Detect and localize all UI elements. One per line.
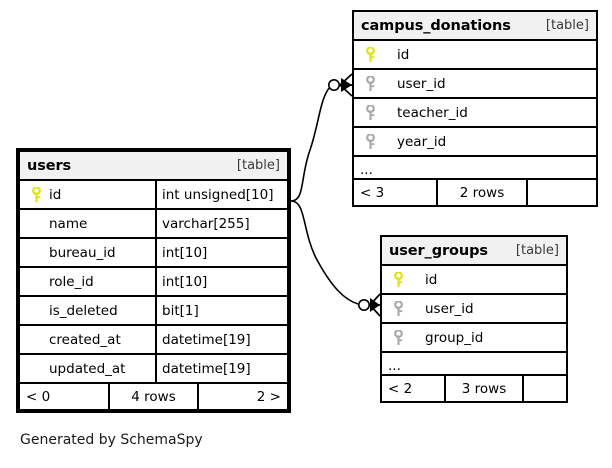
table-row[interactable]: user_id bbox=[354, 70, 596, 99]
table-user-groups[interactable]: user_groups [table] id bbox=[380, 235, 568, 403]
column-type: varchar[255] bbox=[155, 210, 287, 237]
row-count-label: 3 rows bbox=[444, 376, 524, 401]
gray-key-icon bbox=[360, 104, 381, 121]
table-user-groups-name: user_groups bbox=[389, 242, 488, 259]
table-row[interactable]: bureau_id int[10] bbox=[20, 239, 287, 268]
table-campus-donations-name: campus_donations bbox=[361, 17, 511, 34]
table-row[interactable]: year_id bbox=[354, 128, 596, 157]
prev-degree-button[interactable]: < 0 bbox=[26, 388, 51, 405]
column-type: datetime[19] bbox=[155, 355, 287, 382]
next-degree-button[interactable]: 2 > bbox=[256, 388, 281, 405]
gray-key-icon bbox=[360, 75, 381, 92]
table-row[interactable]: is_deleted bit[1] bbox=[20, 297, 287, 326]
column-name: bureau_id bbox=[49, 244, 116, 261]
crowsfoot-icon bbox=[369, 293, 381, 317]
table-row[interactable]: name varchar[255] bbox=[20, 210, 287, 239]
table-users-tag: [table] bbox=[236, 158, 280, 173]
column-name: role_id bbox=[49, 273, 94, 290]
table-row[interactable]: teacher_id bbox=[354, 99, 596, 128]
column-type: datetime[19] bbox=[155, 326, 287, 353]
row-count-label: 4 rows bbox=[108, 384, 199, 409]
table-row[interactable]: created_at datetime[19] bbox=[20, 326, 287, 355]
prev-degree-button[interactable]: < 2 bbox=[388, 380, 413, 397]
more-columns-indicator: ... bbox=[354, 157, 596, 180]
column-name: group_id bbox=[425, 329, 484, 346]
table-row[interactable]: group_id bbox=[382, 324, 566, 353]
column-type: int[10] bbox=[155, 239, 287, 266]
column-type: int unsigned[10] bbox=[155, 181, 287, 208]
gray-key-icon bbox=[388, 300, 409, 317]
column-type: int[10] bbox=[155, 268, 287, 295]
column-name: name bbox=[49, 215, 88, 232]
table-row[interactable]: id bbox=[354, 41, 596, 70]
table-row[interactable]: id int unsigned[10] bbox=[20, 181, 287, 210]
table-users[interactable]: users [table] id int unsigned[10] name bbox=[16, 148, 291, 413]
table-row[interactable]: id bbox=[382, 266, 566, 295]
table-user-groups-tag: [table] bbox=[515, 243, 559, 258]
column-name: year_id bbox=[397, 133, 447, 150]
table-user-groups-footer: < 2 3 rows bbox=[382, 376, 566, 401]
column-name: id bbox=[49, 186, 62, 203]
column-name: teacher_id bbox=[397, 104, 468, 121]
column-name: created_at bbox=[49, 331, 121, 348]
table-users-name: users bbox=[27, 157, 72, 174]
table-campus-donations-title: campus_donations [table] bbox=[354, 12, 596, 41]
table-campus-donations-footer: < 3 2 rows bbox=[354, 180, 596, 205]
next-degree-button[interactable] bbox=[528, 180, 596, 205]
column-name: user_id bbox=[397, 75, 446, 92]
table-campus-donations-tag: [table] bbox=[545, 18, 589, 33]
row-count-label: 2 rows bbox=[436, 180, 528, 205]
next-degree-button[interactable] bbox=[524, 376, 566, 401]
more-columns-indicator: ... bbox=[382, 353, 566, 376]
table-users-footer: < 0 4 rows 2 > bbox=[20, 384, 287, 409]
column-name: id bbox=[425, 271, 438, 288]
table-row[interactable]: updated_at datetime[19] bbox=[20, 355, 287, 384]
table-campus-donations[interactable]: campus_donations [table] id bbox=[352, 10, 598, 207]
table-user-groups-title: user_groups [table] bbox=[382, 237, 566, 266]
column-name: user_id bbox=[425, 300, 474, 317]
crowsfoot-icon bbox=[339, 73, 353, 97]
cardinality-zero-circle bbox=[327, 79, 340, 92]
prev-degree-button[interactable]: < 3 bbox=[360, 184, 385, 201]
table-users-title: users [table] bbox=[20, 152, 287, 181]
cardinality-zero-circle bbox=[357, 298, 370, 311]
gray-key-icon bbox=[388, 329, 409, 346]
gray-key-icon bbox=[360, 133, 381, 150]
yellow-key-icon bbox=[388, 271, 409, 288]
column-type: bit[1] bbox=[155, 297, 287, 324]
column-name: id bbox=[397, 46, 410, 63]
yellow-key-icon bbox=[26, 186, 47, 203]
yellow-key-icon bbox=[360, 46, 381, 63]
table-row[interactable]: user_id bbox=[382, 295, 566, 324]
generated-by-caption: Generated by SchemaSpy bbox=[20, 432, 203, 448]
relationship-users-to-campus-donations bbox=[290, 73, 353, 202]
relationship-users-to-user-groups bbox=[290, 200, 381, 317]
column-name: updated_at bbox=[49, 360, 126, 377]
table-row[interactable]: role_id int[10] bbox=[20, 268, 287, 297]
column-name: is_deleted bbox=[49, 302, 118, 319]
